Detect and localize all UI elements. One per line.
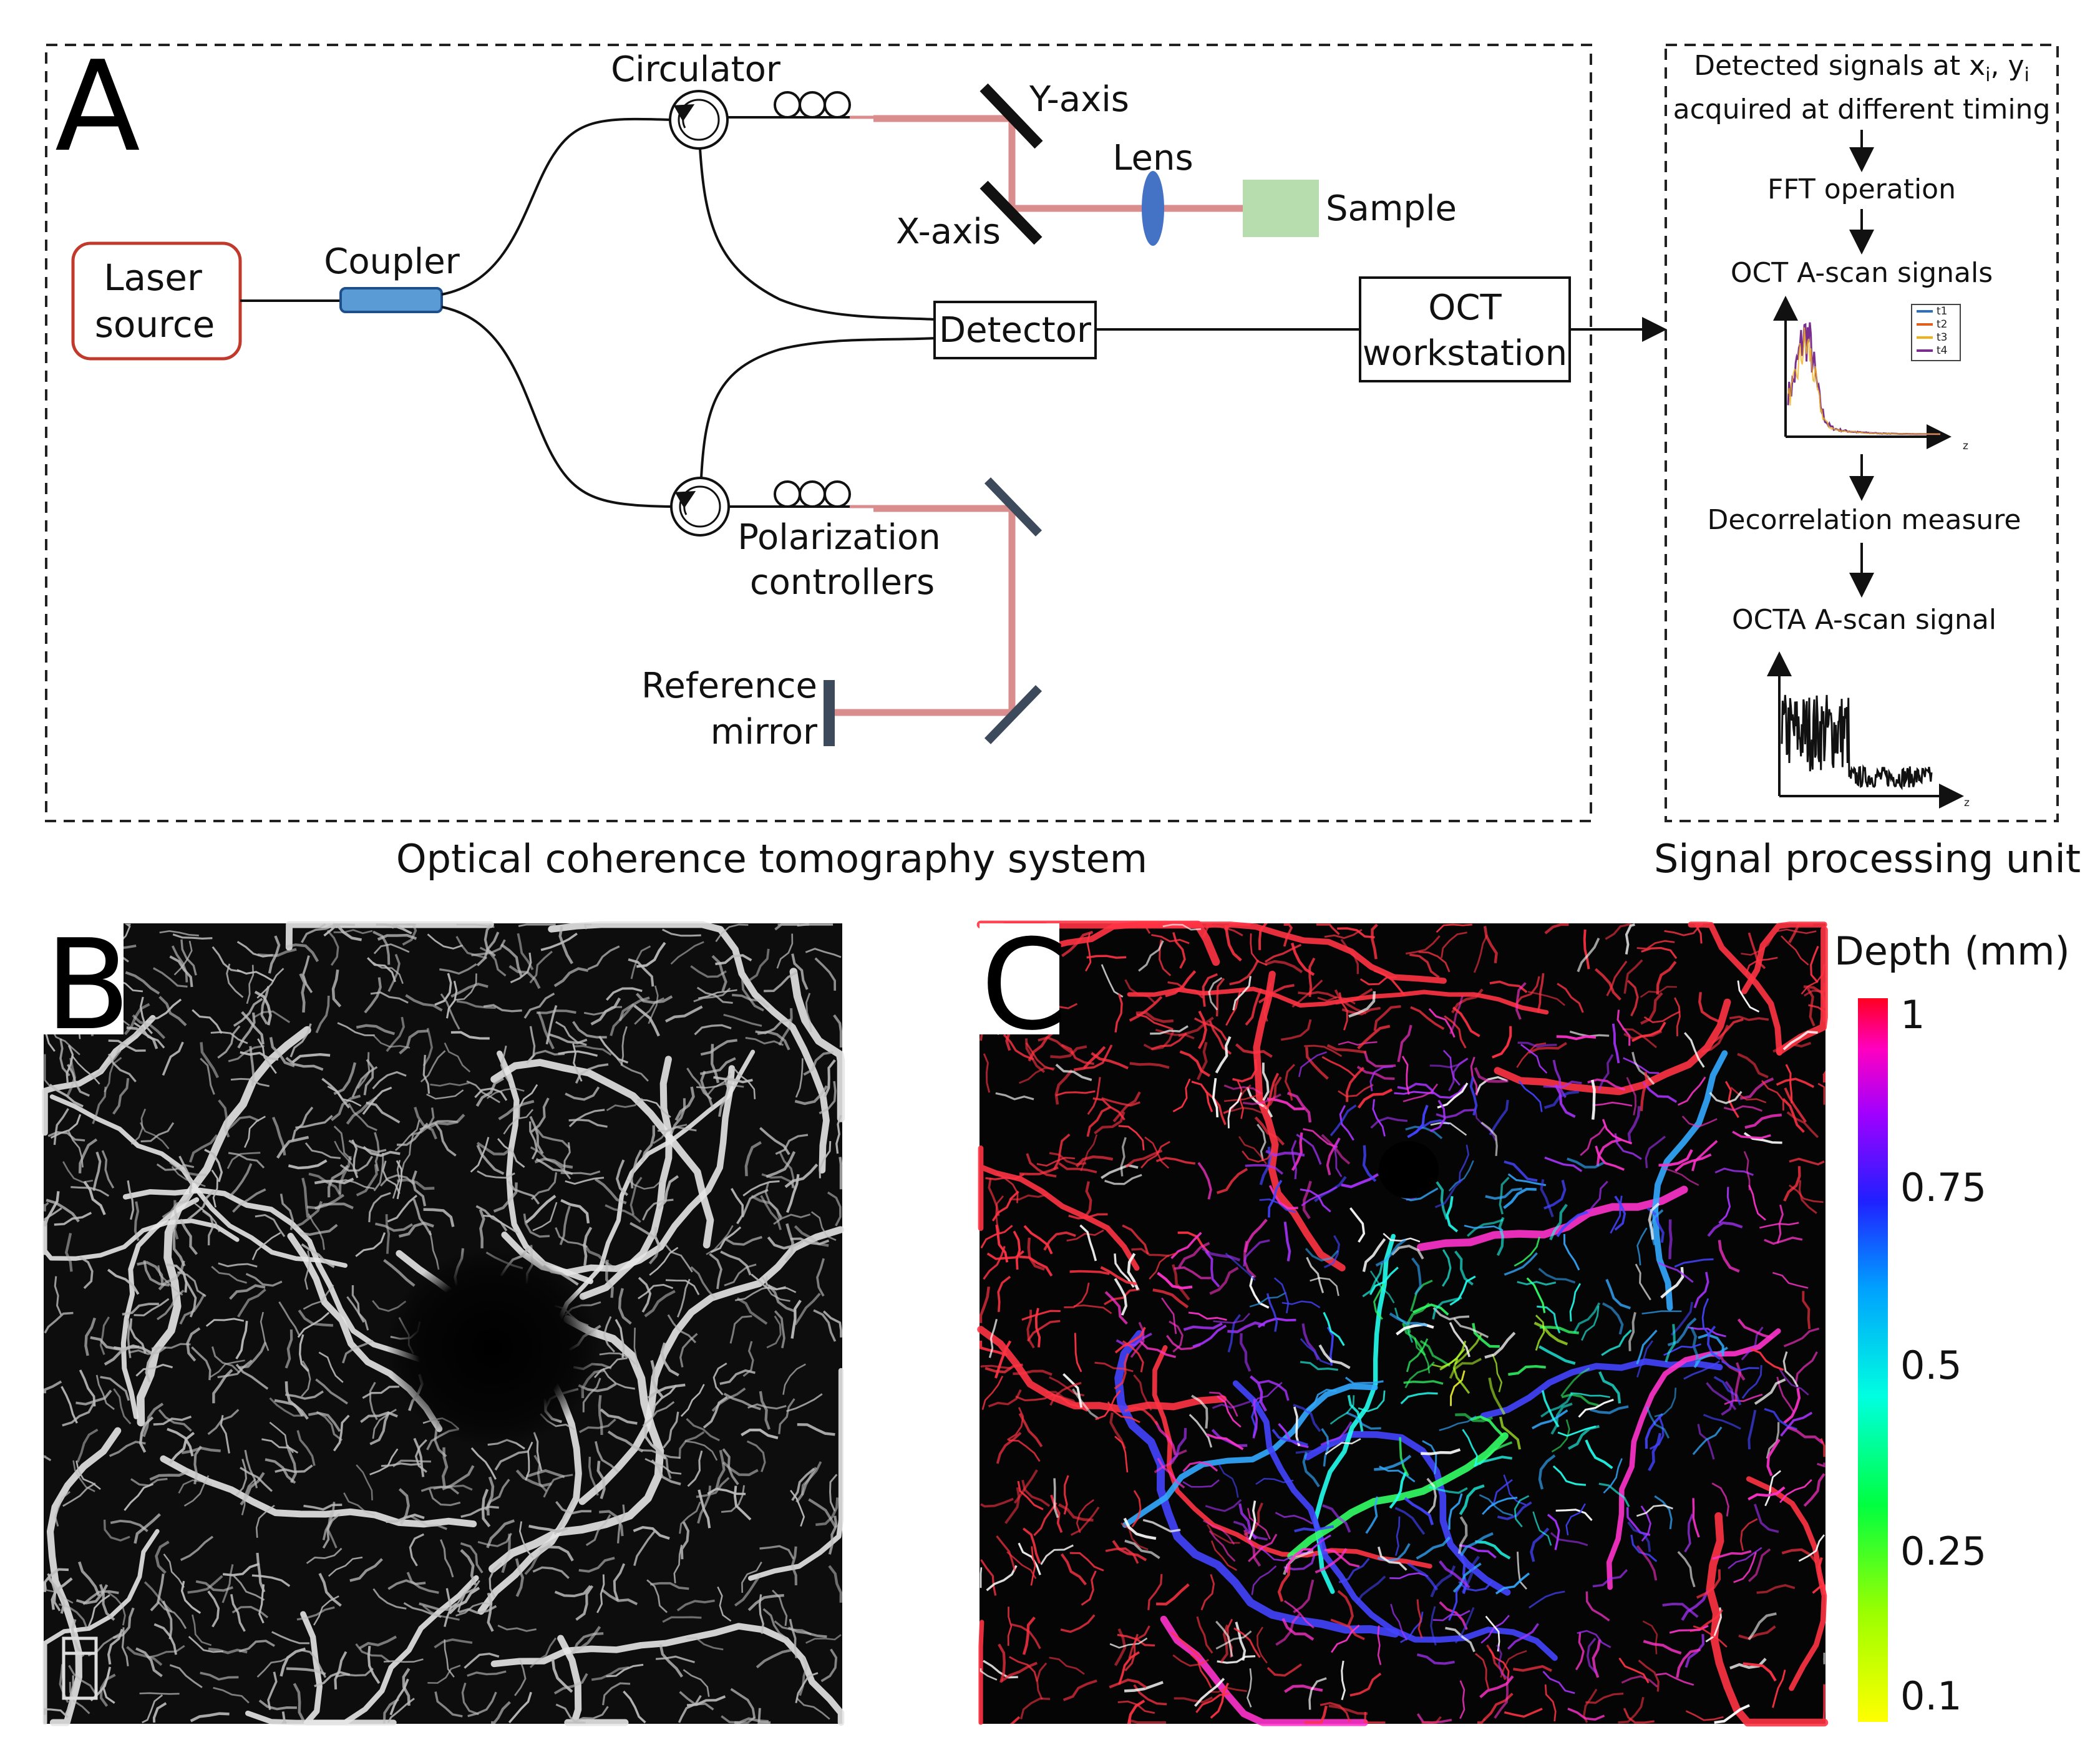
y-axis-mirror xyxy=(980,83,1043,149)
oct-system-caption: Optical coherence tomography system xyxy=(396,836,1147,882)
reference-fold-mirror-2 xyxy=(984,685,1043,744)
oct-ascan-legend xyxy=(1911,304,1961,361)
laser-source-label-1: Laser xyxy=(104,256,202,299)
oct-workstation-label-1: OCT xyxy=(1428,288,1502,328)
x-axis-mirror xyxy=(980,180,1043,245)
panel-b: B xyxy=(42,913,845,1726)
step-detected-signals: Detected signals at xi, yi xyxy=(1694,50,2030,86)
colorbar-tick-3: 0.25 xyxy=(1900,1529,1986,1574)
vessel-network-depth-coded xyxy=(976,920,1829,1727)
y-axis-label: Y-axis xyxy=(1029,79,1129,120)
step-decorrelation: Decorrelation measure xyxy=(1708,504,2021,536)
reference-fold-mirror-1 xyxy=(984,477,1043,537)
octa-ascan-plot: z xyxy=(1767,651,1970,809)
depth-colorbar xyxy=(1858,998,1888,1722)
fiber-coupler-circ1 xyxy=(441,117,671,296)
polarization-controller-2 xyxy=(774,480,851,508)
coupler-body xyxy=(339,287,443,313)
oct-system-frame xyxy=(45,44,1592,822)
step-octa-ascan: OCTA A-scan signal xyxy=(1732,604,1996,636)
coupler-label: Coupler xyxy=(324,241,460,282)
panel-b-letter: B xyxy=(45,913,130,1058)
sample-block xyxy=(1243,180,1319,237)
panel-c-letter: C xyxy=(981,913,1068,1058)
octa-ascan-z-label: z xyxy=(1964,797,1970,809)
panel-a-letter: A xyxy=(55,34,140,180)
x-axis-label: X-axis xyxy=(896,211,1001,252)
lens-label: Lens xyxy=(1112,138,1193,178)
colorbar-ticks: 1 0.75 0.5 0.25 0.1 xyxy=(1900,992,1986,1719)
circulator-label: Circulator xyxy=(611,49,781,90)
step-oct-ascan: OCT A-scan signals xyxy=(1731,257,1993,289)
reference-mirror xyxy=(824,680,835,746)
polarization-controller-1 xyxy=(774,91,851,119)
beam-sample-arm-1 xyxy=(873,115,1245,212)
step-fft: FFT operation xyxy=(1767,173,1956,205)
oct-workstation-label-2: workstation xyxy=(1363,333,1567,374)
scale-icon xyxy=(62,1636,98,1700)
sample-label: Sample xyxy=(1326,188,1457,229)
signal-processing-unit: Detected signals at xi, yi acquired at d… xyxy=(1654,50,2081,882)
oct-ascan-trace-2 xyxy=(1787,327,1940,435)
reference-label-1: Reference xyxy=(641,666,817,706)
processing-caption: Signal processing unit xyxy=(1654,836,2081,882)
legend-label-t4: t4 xyxy=(1937,344,1947,357)
fiber-coupler-circ2 xyxy=(441,306,671,508)
panel-c: C Depth (mm) 1 0.75 0.5 0.25 0.1 xyxy=(976,913,2070,1727)
legend-label-t3: t3 xyxy=(1937,331,1947,344)
fiber-circ2-detector xyxy=(700,337,936,479)
laser-source-label-2: source xyxy=(95,303,215,346)
polarization-label-1: Polarization xyxy=(737,517,940,558)
reference-label-2: mirror xyxy=(711,712,818,752)
beam-reference-arm xyxy=(831,505,1016,716)
oct-ascan-z-label: z xyxy=(1963,440,1968,452)
colorbar-title: Depth (mm) xyxy=(1834,928,2070,974)
colorbar-tick-4: 0.1 xyxy=(1900,1673,1962,1719)
legend-label-t1: t1 xyxy=(1937,305,1947,318)
fiber-circ1-detector xyxy=(699,148,936,321)
polarization-label-2: controllers xyxy=(750,562,935,603)
foveal-avascular-zone xyxy=(387,1248,599,1447)
colorbar-tick-1: 0.75 xyxy=(1900,1165,1986,1210)
lens xyxy=(1142,171,1164,246)
panel-a: A Laser source Coupler Circulator xyxy=(45,34,2059,882)
oct-workstation-box xyxy=(1359,276,1571,382)
colorbar-tick-0: 1 xyxy=(1900,992,1925,1038)
processing-frame xyxy=(1665,44,2059,822)
step-acquired-timing: acquired at different timing xyxy=(1673,94,2051,125)
detector-label: Detector xyxy=(939,310,1092,351)
colorbar-tick-2: 0.5 xyxy=(1900,1343,1962,1388)
legend-label-t2: t2 xyxy=(1937,318,1947,331)
octa-ascan-trace xyxy=(1781,694,1933,790)
